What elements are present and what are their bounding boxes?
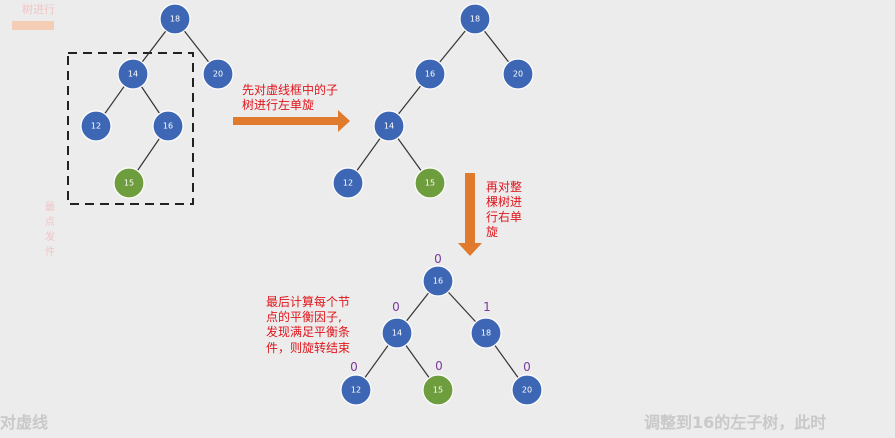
tree-after-left-node-label-18: 18 [470, 15, 480, 24]
tree-original-node-label-15: 15 [124, 179, 134, 188]
step2-line-2: 棵树进 [486, 194, 522, 209]
tree-original-node-15: 15 [113, 167, 145, 199]
step2-line-3: 行右单 [486, 209, 522, 224]
bg-fragment-vertical-1: 最 [45, 201, 55, 213]
final-line-1: 最后计算每个节 [266, 294, 350, 309]
tree-original-node-circle-16 [152, 110, 184, 142]
tree-after-left-node-label-16: 16 [425, 70, 435, 79]
tree-original-node-circle-20 [202, 58, 234, 90]
left-rotation-arrow [233, 110, 350, 132]
tree-final-balance-factor-20: 0 [523, 360, 531, 374]
tree-final-node-circle-20 [511, 374, 543, 406]
tree-final-node-20: 20 0 [511, 360, 543, 406]
tree-final-node-label-18: 18 [481, 329, 491, 338]
bg-fragment-vertical-3: 发 [45, 230, 55, 243]
step1-line-1: 先对虚线框中的子 [242, 82, 338, 97]
tree-final-balance-factor-12: 0 [350, 360, 358, 374]
tree-original-node-circle-15 [113, 167, 145, 199]
tree-final-node-circle-16 [422, 265, 454, 297]
tree-after-left-node-label-15: 15 [425, 179, 435, 188]
tree-after-left-node-circle-14 [373, 110, 405, 142]
tree-final-node-12: 12 0 [340, 360, 372, 406]
tree-original-node-label-12: 12 [91, 122, 101, 131]
tree-final-node-circle-15 [422, 374, 454, 406]
tree-final-node-circle-14 [381, 317, 413, 349]
tree-final-node-14: 14 0 [381, 300, 413, 349]
tree-after-left-node-circle-18 [459, 3, 491, 35]
tree-after-left-node-circle-15 [414, 167, 446, 199]
tree-after-left-node-circle-12 [332, 167, 364, 199]
bg-fragment-vertical-2: 点 [45, 216, 55, 228]
bg-fragment-bottom-right: 调整到16的左子树，此时 [644, 413, 826, 432]
dashed-subtree-box [67, 52, 194, 205]
tree-original-node-12: 12 [80, 110, 112, 142]
step1-line-2: 树进行左单旋 [242, 97, 314, 112]
step2-line-1: 再对整 [486, 179, 522, 194]
tree-original-node-circle-14 [117, 58, 149, 90]
tree-final-node-18: 18 1 [470, 300, 502, 349]
tree-after-left-node-15: 15 [414, 167, 446, 199]
tree-final-balance-factor-18: 1 [483, 300, 491, 314]
tree-original-node-16: 16 [152, 110, 184, 142]
tree-after-left-node-label-20: 20 [513, 70, 523, 79]
tree-after-left-node-circle-20 [502, 58, 534, 90]
final-line-2: 点的平衡因子, [266, 309, 342, 324]
tree-final-node-16: 16 0 [422, 252, 454, 297]
tree-after-left-node-16: 16 [414, 58, 446, 90]
tree-original-node-18: 18 [159, 3, 191, 35]
bg-fragment-vertical-4: 件 [45, 246, 55, 258]
tree-final-node-label-12: 12 [351, 386, 361, 395]
step2-line-4: 旋 [486, 225, 498, 239]
tree-final-node-label-14: 14 [392, 329, 402, 338]
tree-after-left-node-label-12: 12 [343, 179, 353, 188]
bg-highlight-bar [12, 21, 54, 30]
tree-original-node-14: 14 [117, 58, 149, 90]
tree-original-node-label-14: 14 [128, 70, 138, 79]
tree-original-node-label-18: 18 [170, 15, 180, 24]
tree-after-left-node-14: 14 [373, 110, 405, 142]
tree-final-node-circle-12 [340, 374, 372, 406]
tree-original-node-circle-18 [159, 3, 191, 35]
tree-final-node-label-20: 20 [522, 386, 532, 395]
tree-original-node-20: 20 [202, 58, 234, 90]
tree-final-balance-factor-14: 0 [392, 300, 400, 314]
tree-after-left-node-18: 18 [459, 3, 491, 35]
tree-final-balance-factor-16: 0 [434, 252, 442, 266]
tree-after-left-node-20: 20 [502, 58, 534, 90]
final-line-4: 件，则旋转结束 [266, 340, 350, 355]
right-rotation-arrow [458, 173, 482, 256]
tree-final-node-circle-18 [470, 317, 502, 349]
tree-after-left-node-circle-16 [414, 58, 446, 90]
bg-fragment-bottom-left: 对虚线 [0, 413, 48, 432]
tree-final-node-15: 15 0 [422, 359, 454, 406]
tree-original-node-label-20: 20 [213, 70, 223, 79]
tree-original-node-label-16: 16 [163, 122, 173, 131]
tree-final-node-label-16: 16 [433, 277, 443, 286]
tree-final-node-label-15: 15 [433, 386, 443, 395]
final-line-3: 发现满足平衡条 [266, 324, 350, 339]
tree-after-left-node-12: 12 [332, 167, 364, 199]
tree-final-balance-factor-15: 0 [435, 359, 443, 373]
bg-fragment-top-left: 树进行 [22, 2, 55, 16]
tree-after-left-node-label-14: 14 [384, 122, 394, 131]
tree-original-node-circle-12 [80, 110, 112, 142]
